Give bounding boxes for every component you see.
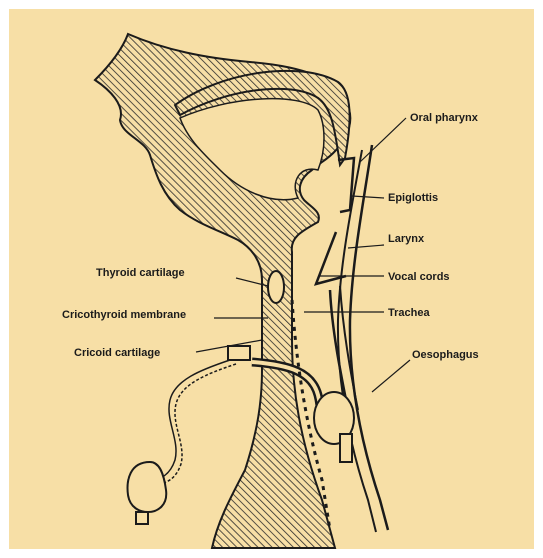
- label-oesophagus: Oesophagus: [412, 349, 479, 361]
- thyroid-cartilage-shape: [268, 271, 284, 303]
- pharynx-back-wall: [350, 145, 388, 530]
- label-cricothyroid-membrane: Cricothyroid membrane: [62, 309, 186, 321]
- label-epiglottis: Epiglottis: [388, 192, 438, 204]
- label-larynx: Larynx: [388, 233, 425, 245]
- label-oral-pharynx: Oral pharynx: [410, 112, 479, 124]
- pilot-valve: [136, 512, 148, 524]
- pharynx-front-wall: [338, 150, 376, 532]
- pilot-balloon: [128, 462, 167, 512]
- tube-tip: [340, 434, 352, 462]
- leader-larynx: [348, 245, 384, 248]
- leader-oesophagus: [372, 360, 410, 392]
- leader-epiglottis: [352, 196, 384, 198]
- label-vocal-cords: Vocal cords: [388, 271, 450, 283]
- label-trachea: Trachea: [388, 307, 430, 319]
- pilot-line-inner: [156, 364, 236, 484]
- tube-flange: [228, 346, 250, 360]
- pilot-line: [150, 360, 230, 480]
- leader-oral-pharynx: [360, 118, 406, 162]
- label-thyroid-cartilage: Thyroid cartilage: [96, 267, 185, 279]
- label-cricoid-cartilage: Cricoid cartilage: [74, 347, 160, 359]
